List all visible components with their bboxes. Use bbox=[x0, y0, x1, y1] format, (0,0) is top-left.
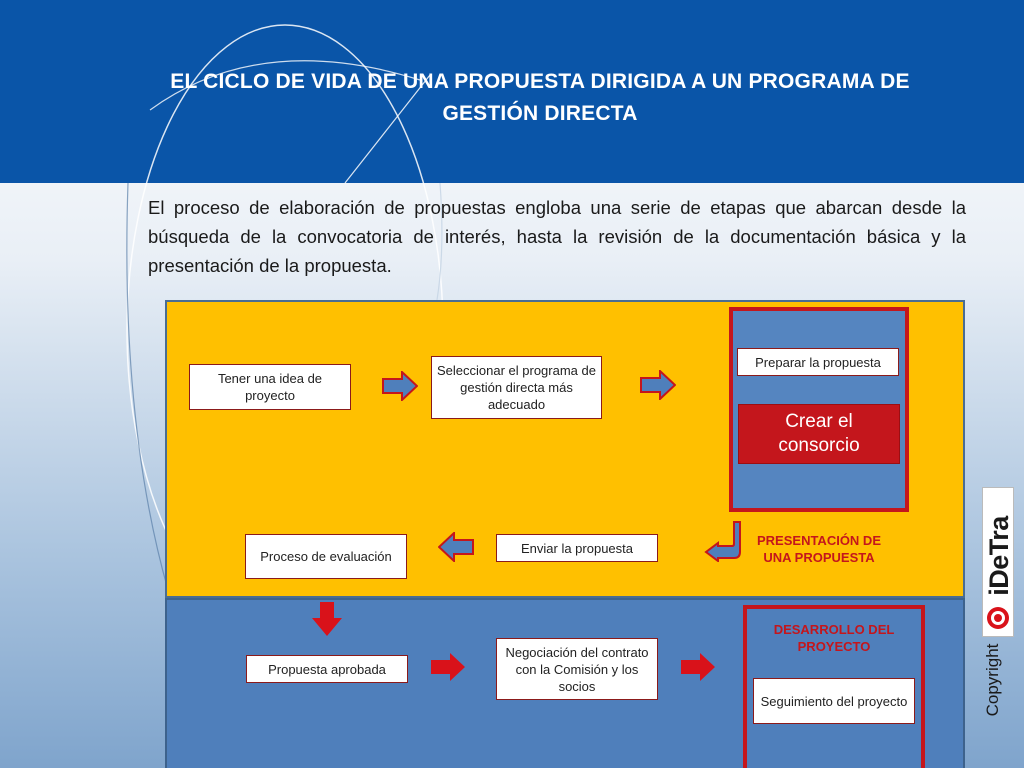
step-select-program: Seleccionar el programa de gestión direc… bbox=[431, 356, 602, 419]
arrow-right-icon bbox=[431, 653, 465, 681]
arrow-down-icon bbox=[312, 602, 342, 636]
presentation-phase-label: PRESENTACIÓN DE UNA PROPUESTA bbox=[757, 533, 881, 565]
arrow-left-icon bbox=[438, 532, 474, 562]
arrow-right-icon bbox=[681, 653, 715, 681]
arrow-right-icon bbox=[640, 370, 676, 400]
slide-title: EL CICLO DE VIDA DE UNA PROPUESTA DIRIGI… bbox=[170, 70, 910, 125]
idetra-logo: iDeTra bbox=[982, 487, 1014, 637]
step-approved: Propuesta aprobada bbox=[246, 655, 408, 683]
step-evaluation: Proceso de evaluación bbox=[245, 534, 407, 579]
step-negotiation: Negociación del contrato con la Comisión… bbox=[496, 638, 658, 700]
step-monitoring: Seguimiento del proyecto bbox=[753, 678, 915, 724]
header-band: EL CICLO DE VIDA DE UNA PROPUESTA DIRIGI… bbox=[0, 0, 1024, 183]
arrow-right-icon bbox=[382, 371, 418, 401]
step-consortium: Crear el consorcio bbox=[738, 404, 900, 464]
development-phase-label: DESARROLLO DEL PROYECTO bbox=[773, 622, 895, 654]
logo-target-icon bbox=[987, 607, 1009, 629]
copyright-label: Copyright bbox=[983, 643, 1002, 717]
step-send: Enviar la propuesta bbox=[496, 534, 658, 562]
intro-paragraph: El proceso de elaboración de propuestas … bbox=[148, 197, 966, 276]
development-group-frame bbox=[743, 605, 925, 768]
arrow-return-left-icon bbox=[704, 521, 741, 562]
step-prepare: Preparar la propuesta bbox=[737, 348, 899, 376]
step-idea: Tener una idea de proyecto bbox=[189, 364, 351, 410]
